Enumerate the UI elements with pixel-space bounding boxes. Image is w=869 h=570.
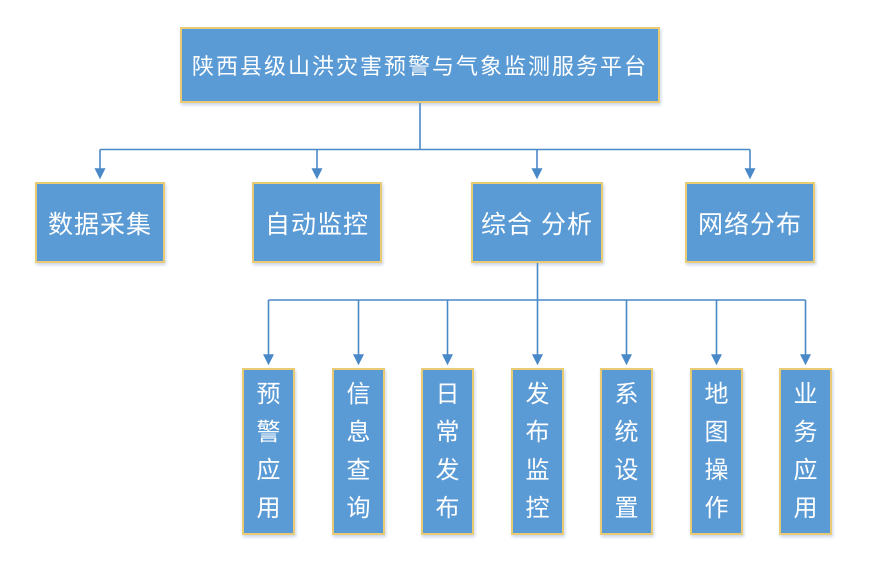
level2-connectors <box>94 103 756 180</box>
node-data-collection-label: 数据采集 <box>47 210 152 239</box>
node-platform-root: 陕西县级山洪灾害预警与气象监测服务平台 <box>180 27 660 103</box>
node-map-operations: 地图操作 <box>690 368 743 535</box>
node-daily-release: 日常发布 <box>421 368 474 535</box>
node-map-operations-label: 地图操作 <box>704 380 729 522</box>
node-auto-monitoring-label: 自动监控 <box>264 210 369 239</box>
node-daily-release-label: 日常发布 <box>435 380 460 522</box>
node-release-monitoring: 发布监控 <box>511 368 564 535</box>
node-release-monitoring-label: 发布监控 <box>525 380 550 522</box>
node-auto-monitoring: 自动监控 <box>252 182 382 263</box>
level3-connectors <box>263 263 811 366</box>
node-network-distribution-label: 网络分布 <box>697 210 802 239</box>
node-platform-root-label: 陕西县级山洪灾害预警与气象监测服务平台 <box>191 54 648 79</box>
node-comprehensive-analysis-label: 综合 分析 <box>481 210 593 239</box>
node-data-collection: 数据采集 <box>35 182 165 263</box>
node-network-distribution: 网络分布 <box>685 182 815 263</box>
node-business-application-label: 业务应用 <box>793 380 818 522</box>
node-warning-application-label: 预警应用 <box>256 380 281 522</box>
node-business-application: 业务应用 <box>779 368 832 535</box>
node-warning-application: 预警应用 <box>242 368 295 535</box>
node-info-query-label: 信息查询 <box>346 380 371 522</box>
node-comprehensive-analysis: 综合 分析 <box>471 182 603 263</box>
node-info-query: 信息查询 <box>332 368 385 535</box>
node-system-settings-label: 系统设置 <box>614 380 639 522</box>
node-system-settings: 系统设置 <box>600 368 653 535</box>
